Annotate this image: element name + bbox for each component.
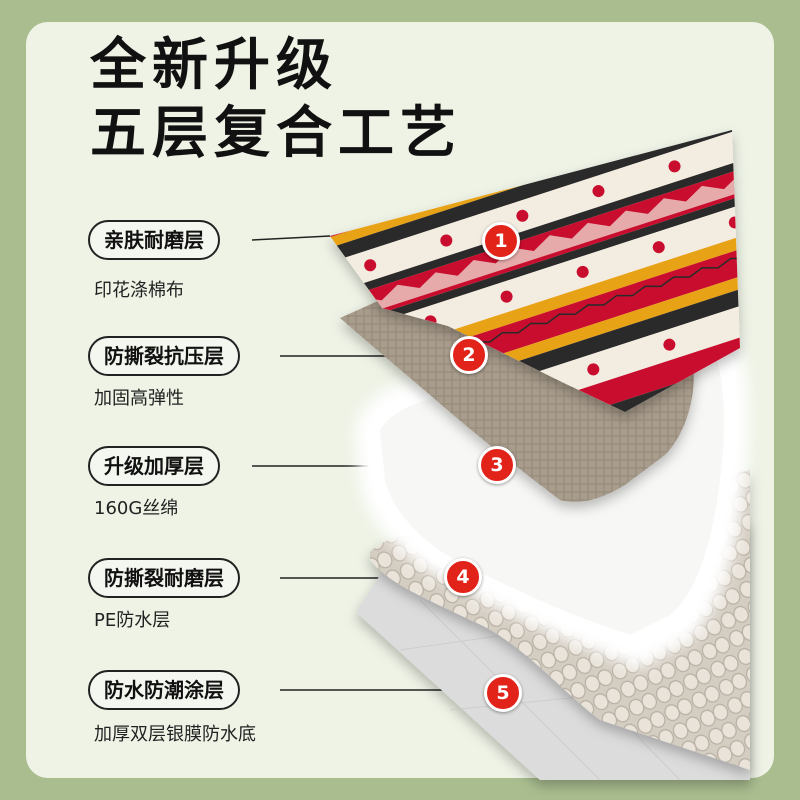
layer-5-number-badge: 5 bbox=[484, 674, 522, 712]
connector-line-1 bbox=[251, 235, 331, 241]
layer-3-number-badge: 3 bbox=[478, 446, 516, 484]
layer-2-label: 防撕裂抗压层 bbox=[88, 336, 240, 376]
layer-4-label: 防撕裂耐磨层 bbox=[88, 558, 240, 598]
layer-4-number-badge: 4 bbox=[444, 558, 482, 596]
layer-5-label: 防水防潮涂层 bbox=[88, 670, 240, 710]
headline-line-2: 五层复合工艺 bbox=[90, 101, 462, 166]
layer-2-number-badge: 2 bbox=[450, 336, 488, 374]
layer-5-description: 加厚双层银膜防水底 bbox=[94, 724, 256, 745]
layer-3-label: 升级加厚层 bbox=[88, 446, 220, 486]
layer-1-label: 亲肤耐磨层 bbox=[88, 220, 220, 260]
layer-1-description: 印花涤棉布 bbox=[94, 280, 184, 301]
layer-2-description: 加固高弹性 bbox=[94, 388, 184, 409]
layer-3-description: 160G丝绵 bbox=[94, 498, 179, 519]
layer-4-description: PE防水层 bbox=[94, 610, 171, 631]
headline-line-1: 全新升级 bbox=[90, 33, 338, 98]
layer-1-number-badge: 1 bbox=[482, 222, 520, 260]
